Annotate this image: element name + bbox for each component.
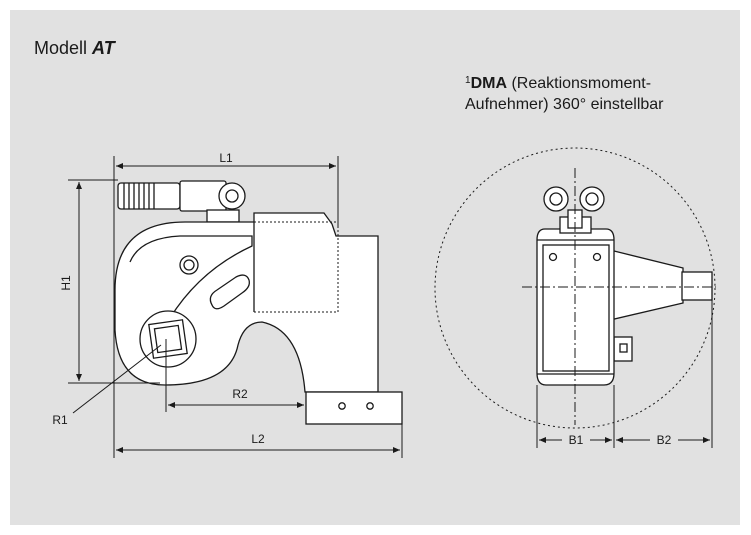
dma-footnote-mark: 1 — [465, 75, 471, 86]
dim-H1-label: H1 — [59, 275, 73, 291]
dma-line1: (Reaktionsmoment- — [511, 75, 652, 92]
dma-note: 1DMA (Reaktionsmoment- Aufnehmer) 360° ei… — [465, 70, 664, 115]
reaction-foot — [305, 391, 403, 425]
dim-B1-label: B1 — [569, 433, 584, 447]
side-view — [114, 180, 403, 425]
model-title: Modell AT — [34, 38, 115, 59]
reaction-arm — [609, 249, 684, 321]
dim-R1-label: R1 — [52, 413, 68, 427]
top-view — [536, 186, 713, 386]
dim-B2-label: B2 — [657, 433, 672, 447]
side-view-dimensions — [68, 156, 403, 458]
hydraulic-coupling — [117, 180, 246, 223]
dim-L2-label: L2 — [251, 432, 265, 446]
dma-line2: Aufnehmer) 360° einstellbar — [465, 96, 664, 113]
rotation-circle — [434, 147, 716, 429]
title-prefix: Modell — [34, 38, 88, 58]
dim-L1-label: L1 — [219, 151, 233, 165]
dma-name: DMA — [470, 75, 507, 92]
dim-R2-label: R2 — [232, 387, 248, 401]
title-model: AT — [92, 38, 115, 58]
top-view-centerlines — [522, 168, 716, 425]
